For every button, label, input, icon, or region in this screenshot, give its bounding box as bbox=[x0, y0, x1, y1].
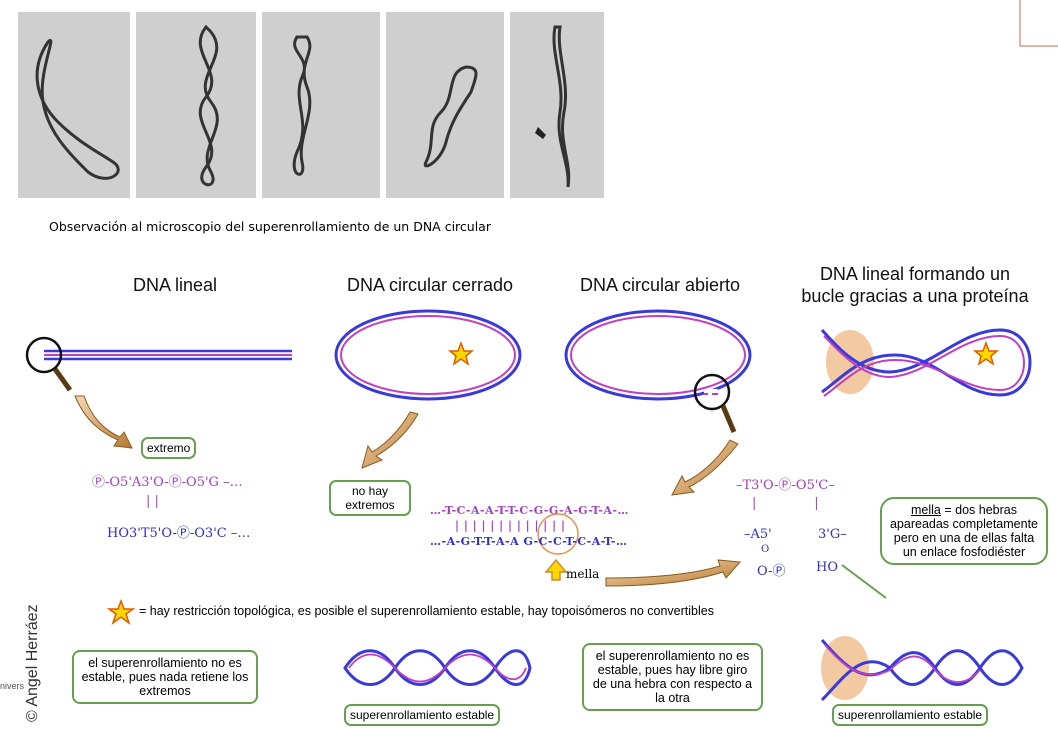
micrograph-3 bbox=[262, 12, 380, 198]
sequence-pairs: | | | | | | | | | | | | | bbox=[455, 519, 566, 532]
author-credit: © Angel Herráez bbox=[24, 604, 41, 722]
nick-definition-text: = dos hebras apareadas completamente per… bbox=[889, 503, 1038, 559]
micrograph-5 bbox=[510, 12, 604, 198]
no-ends-label-line-1: no hay bbox=[351, 484, 389, 498]
sequence-top-strand: …-T-C-A-A-T-T-C-G-G-A-G-T-A-… bbox=[430, 504, 630, 517]
photo-caption: Observación al microscopio del superenro… bbox=[49, 219, 491, 234]
looped-dna bbox=[820, 328, 1032, 397]
arrow-to-nick-chemistry bbox=[605, 559, 742, 587]
arrow-closed-to-label bbox=[361, 411, 419, 469]
nick-right-base: 3'G– bbox=[818, 527, 847, 542]
heading-closed-circular-dna: DNA circular cerrado bbox=[346, 275, 514, 295]
star-icon bbox=[972, 340, 1000, 366]
corner-frame bbox=[1019, 0, 1058, 47]
cropped-text-fragment: nivers bbox=[0, 681, 25, 691]
nick-top-formula: –T3'O-Ⓟ-O5'C– bbox=[736, 478, 835, 493]
micrograph-1 bbox=[18, 12, 130, 198]
nick-bond-marks: | | bbox=[752, 496, 819, 511]
heading-looped-dna-line-2: bucle gracias a una proteína bbox=[801, 286, 1029, 306]
end-label: extremo bbox=[141, 437, 197, 459]
open-circular-dna bbox=[564, 309, 752, 401]
nick-pointer-arrow bbox=[544, 558, 568, 581]
closed-circular-dna bbox=[334, 309, 522, 401]
linear-instability-note: el superenrollamiento no es estable, pue… bbox=[72, 650, 258, 704]
no-ends-label-line-2: extremos bbox=[345, 498, 395, 512]
looped-stable-label: superenrollamiento estable bbox=[832, 704, 989, 726]
bottom-strand-formula: HO3'T5'O-Ⓟ-O3'C –… bbox=[107, 526, 251, 541]
linear-dna-strands bbox=[44, 349, 292, 361]
magnifier-icon bbox=[25, 336, 73, 392]
bond-marks: | | bbox=[146, 494, 159, 509]
heading-linear-dna: DNA lineal bbox=[132, 275, 218, 295]
magnifier-icon bbox=[693, 373, 737, 433]
arrow-open-to-detail bbox=[671, 439, 739, 496]
nick-highlight bbox=[537, 513, 579, 555]
nick-left-phosphate: O-Ⓟ bbox=[757, 564, 786, 579]
heading-looped-dna-line-1: DNA lineal formando un bbox=[819, 264, 1011, 284]
definition-pointer bbox=[841, 564, 887, 599]
top-strand-formula: Ⓟ-O5'A3'O-Ⓟ-O5'G –… bbox=[92, 475, 243, 490]
star-icon bbox=[447, 340, 475, 366]
legend-text: = hay restricción topológica, es posible… bbox=[139, 604, 714, 618]
open-instability-note: el superenrollamiento no es estable, pue… bbox=[582, 643, 763, 711]
star-icon bbox=[106, 598, 136, 626]
supercoil-closed bbox=[343, 649, 532, 686]
micrograph-4 bbox=[386, 12, 504, 198]
sequence-bottom-strand: …-A-G-T-T-A-A G-C-C-T-C-A-T-… bbox=[430, 535, 628, 548]
no-ends-label: no hay extremos bbox=[329, 480, 411, 516]
nick-definition-term: mella bbox=[911, 503, 941, 517]
supercoil-looped bbox=[820, 636, 1024, 702]
nick-right-hydroxyl: HO bbox=[816, 560, 838, 575]
micrograph-2 bbox=[136, 12, 256, 198]
nick-definition: mella = dos hebras apareadas completamen… bbox=[880, 497, 1048, 565]
closed-stable-label: superenrollamiento estable bbox=[344, 704, 501, 726]
heading-open-circular-dna: DNA circular abierto bbox=[579, 275, 741, 295]
nick-left-oxygen: O bbox=[761, 544, 770, 555]
nick-left-base: –A5' bbox=[744, 527, 772, 542]
arrow-linear-to-detail bbox=[74, 395, 133, 449]
nick-label: mella bbox=[566, 567, 600, 581]
